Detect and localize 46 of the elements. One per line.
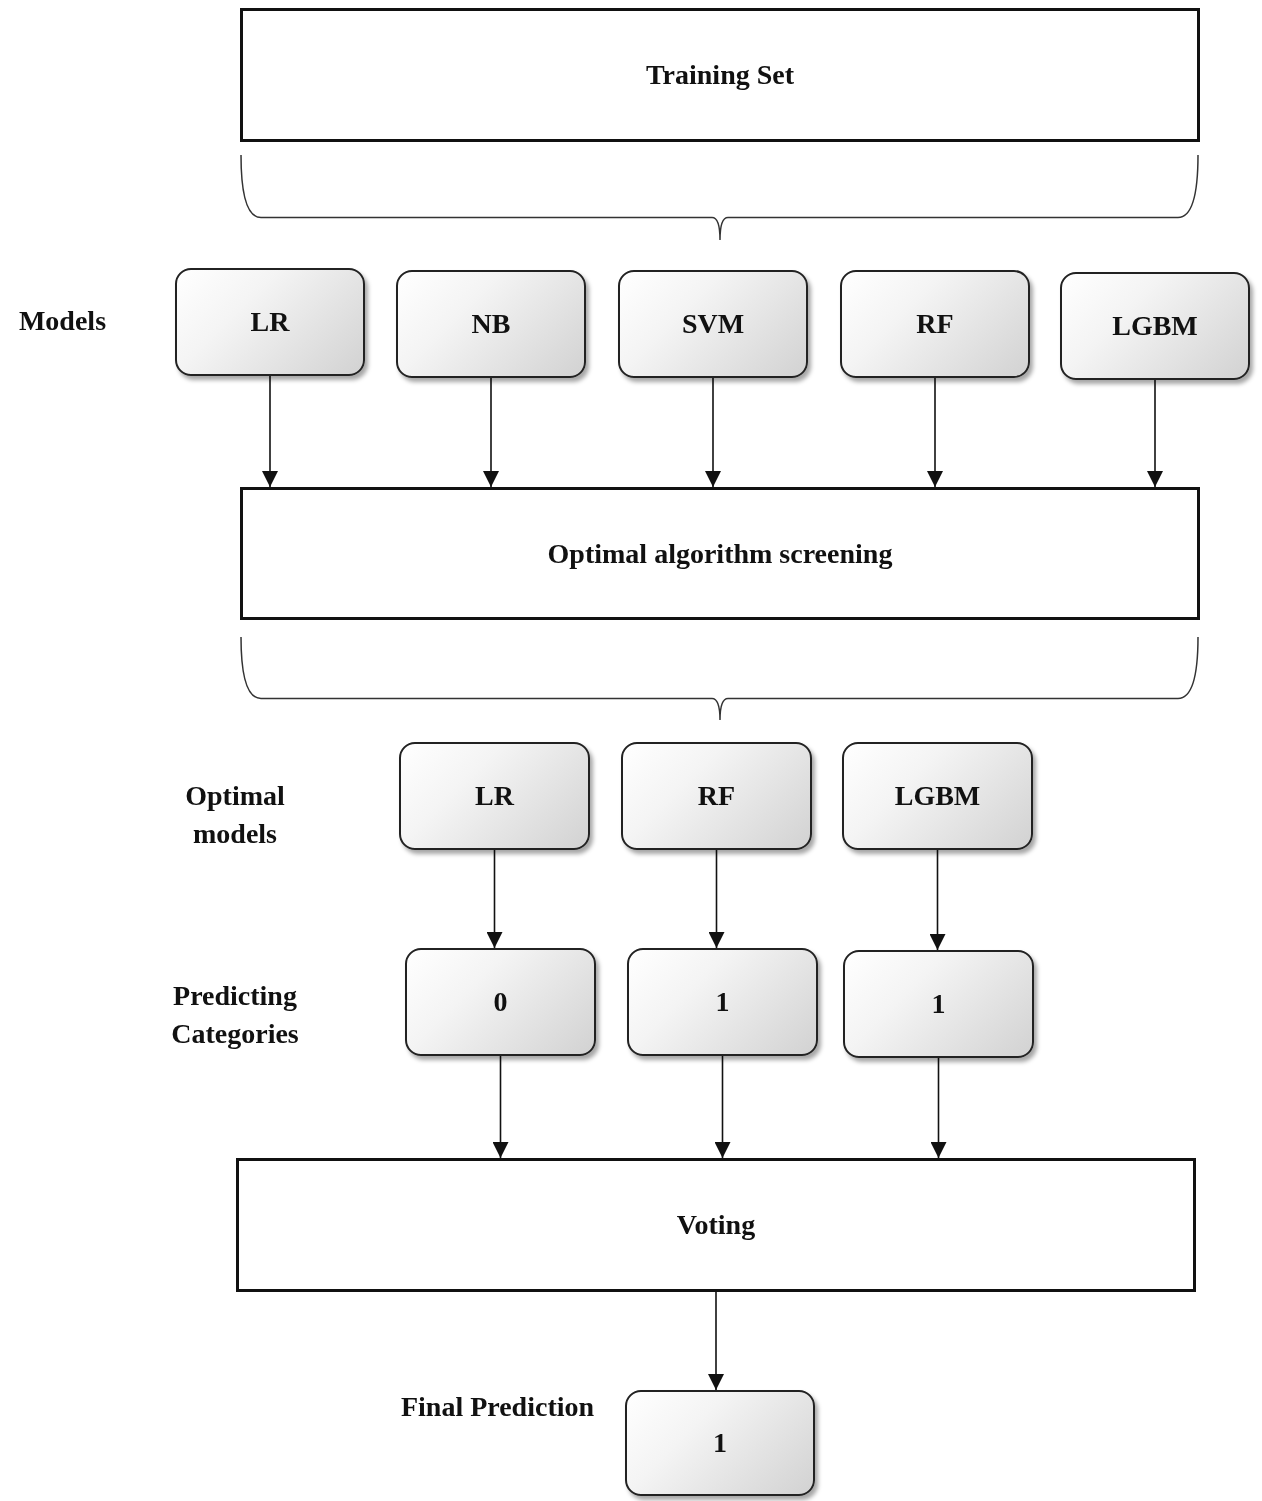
arrow bbox=[705, 377, 721, 488]
box-text: Optimal algorithm screening bbox=[547, 537, 893, 570]
process-box bbox=[240, 487, 1200, 620]
arrow bbox=[708, 849, 725, 949]
box-text: Voting bbox=[676, 1209, 756, 1241]
arrow bbox=[714, 1055, 731, 1159]
box-text: SVM bbox=[681, 308, 745, 340]
box-text: RF bbox=[916, 308, 954, 340]
row-label: Models bbox=[17, 304, 108, 338]
box-text: LGBM bbox=[1112, 310, 1198, 342]
rounded-box bbox=[621, 742, 812, 850]
arrow bbox=[930, 1057, 947, 1159]
row-label: Predicting Categories bbox=[170, 979, 300, 1051]
box-text: 1 bbox=[931, 988, 946, 1020]
box-text: Training Set bbox=[645, 59, 795, 91]
arrow bbox=[262, 375, 278, 488]
rounded-box bbox=[1060, 272, 1250, 380]
rounded-box bbox=[627, 948, 818, 1056]
arrow bbox=[1147, 379, 1163, 488]
rounded-box bbox=[405, 948, 596, 1056]
box-text: LR bbox=[475, 780, 514, 812]
box-text: LR bbox=[250, 306, 290, 338]
rounded-box bbox=[396, 270, 586, 378]
arrow bbox=[708, 1291, 724, 1391]
box-text: 0 bbox=[493, 986, 508, 1018]
rounded-box bbox=[840, 270, 1030, 378]
row-label: Final Prediction bbox=[400, 1390, 595, 1424]
rounded-box bbox=[625, 1390, 815, 1496]
rounded-box bbox=[842, 742, 1033, 850]
rounded-box bbox=[399, 742, 590, 850]
row-label: Optimal models bbox=[184, 779, 286, 851]
arrow bbox=[486, 849, 503, 949]
rounded-box bbox=[175, 268, 365, 376]
rounded-box bbox=[843, 950, 1034, 1058]
box-text: NB bbox=[471, 308, 511, 340]
box-text: RF bbox=[697, 780, 736, 812]
arrow bbox=[483, 377, 499, 488]
arrow bbox=[492, 1055, 509, 1159]
arrow bbox=[927, 377, 943, 488]
box-text: LGBM bbox=[894, 780, 981, 812]
rounded-box bbox=[618, 270, 808, 378]
arrow bbox=[929, 849, 946, 951]
process-box bbox=[236, 1158, 1196, 1292]
box-text: 1 bbox=[713, 1427, 727, 1459]
box-text: 1 bbox=[715, 986, 730, 1018]
process-box bbox=[240, 8, 1200, 142]
